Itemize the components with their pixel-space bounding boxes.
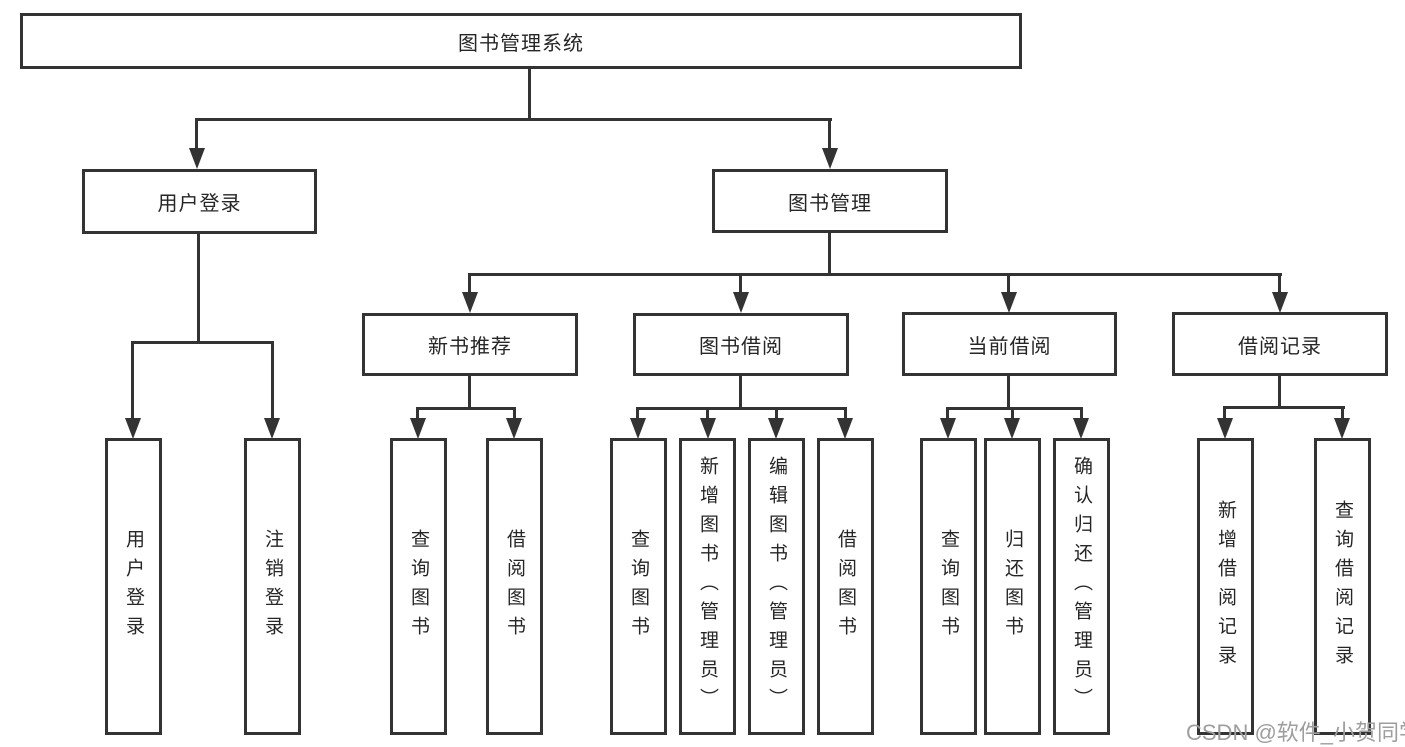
leaf-br-query-record: 查询借阅记录 [1314,438,1371,735]
leaf-cb-confirm-return-admin: 确认归还（管理员） [1053,438,1110,735]
connector-drop-bb-add-books [706,407,709,421]
arrowhead-bb-query-books [630,418,646,439]
connector-drop-cb-return-books [1011,407,1014,421]
arrowhead-cb-confirm-return [1073,418,1089,439]
connector-book-borrowing-branch [636,407,847,410]
connector-new-book-branch [416,407,516,410]
arrowhead-br-query-record [1334,418,1350,439]
connector-book-borrowing-stem [739,375,742,407]
leaf-label: 查询图书 [628,528,649,645]
node-root-library-management-system: 图书管理系统 [20,13,1022,69]
arrowhead-nb-borrow-books [506,418,522,439]
arrowhead-new-book-recommendation [462,292,478,313]
leaf-logout: 注销登录 [244,438,301,735]
connector-drop-br-query-record [1341,406,1344,421]
leaf-label: 借阅图书 [835,528,856,645]
leaf-label: 查询借阅记录 [1332,499,1353,674]
connector-drop-book-borrowing [739,273,742,295]
connector-new-book-stem [468,375,471,407]
arrowhead-br-add-record [1217,418,1233,439]
leaf-nb-borrow-books: 借阅图书 [486,438,543,735]
connector-drop-borrowing-records [1278,273,1281,295]
node-label: 新书推荐 [428,336,512,358]
node-borrowing-records: 借阅记录 [1172,312,1388,376]
leaf-bb-query-books: 查询图书 [610,438,667,735]
leaf-cb-return-books: 归还图书 [984,438,1041,735]
leaf-br-add-record: 新增借阅记录 [1197,438,1254,735]
node-label: 图书借阅 [699,336,783,358]
arrowhead-book-borrowing [733,292,749,313]
connector-drop-br-add-record [1223,406,1226,421]
leaf-cb-query-books: 查询图书 [920,438,977,735]
leaf-label: 归还图书 [1002,528,1023,645]
arrowhead-bb-add-books [700,418,716,439]
leaf-label: 注销登录 [262,528,283,645]
arrowhead-cb-return-books [1004,418,1020,439]
arrowhead-current-borrowing [1001,292,1017,313]
arrowhead-leaf-user-login [125,418,141,439]
node-book-management: 图书管理 [712,169,948,233]
connector-drop-new-book-recommendation [468,273,471,295]
node-current-borrowing: 当前借阅 [902,312,1117,376]
connector-root-stem [528,69,531,118]
connector-drop-cb-query-books [946,407,949,421]
arrowhead-leaf-logout [264,418,280,439]
arrowhead-cb-query-books [940,418,956,439]
connector-drop-current-borrowing [1007,273,1010,295]
arrowhead-bb-edit-books [768,418,784,439]
connector-root-branch [195,118,832,121]
arrowhead-borrowing-records [1272,292,1288,313]
leaf-label: 查询图书 [408,528,429,645]
connector-current-borrowing-branch [946,407,1083,410]
connector-level3-branch [468,273,1282,276]
arrowhead-bb-borrow-books [837,418,853,439]
connector-drop-nb-query-books [416,407,419,421]
connector-drop-user-login [195,118,198,150]
leaf-label: 确认归还（管理员） [1071,456,1092,717]
node-book-borrowing: 图书借阅 [633,313,849,376]
node-new-book-recommendation: 新书推荐 [362,313,578,376]
connector-current-borrowing-stem [1007,375,1010,407]
leaf-label: 新增图书（管理员） [697,456,718,717]
leaf-bb-edit-books-admin: 编辑图书（管理员） [748,438,805,735]
node-label: 图书管理系统 [458,32,584,55]
connector-drop-cb-confirm-return [1080,407,1083,421]
leaf-label: 查询图书 [938,528,959,645]
connector-drop-book-management [828,118,831,150]
arrowhead-user-login [189,148,205,169]
connector-borrowing-records-branch [1223,406,1345,409]
connector-user-login-stem [197,233,200,341]
node-user-login: 用户登录 [82,169,317,234]
connector-drop-bb-edit-books [775,407,778,421]
connector-drop-leaf-logout [271,341,274,421]
csdn-watermark: CSDN @软件_小贺同学 [1186,720,1405,745]
node-label: 当前借阅 [967,335,1052,358]
leaf-label: 新增借阅记录 [1215,499,1236,674]
leaf-bb-add-books-admin: 新增图书（管理员） [679,438,736,735]
leaf-user-login: 用户登录 [105,438,162,735]
arrowhead-book-management [822,148,838,169]
arrowhead-nb-query-books [410,418,426,439]
connector-drop-nb-borrow-books [513,407,516,421]
connector-book-management-stem [828,232,831,273]
node-label: 借阅记录 [1238,335,1322,358]
node-label: 用户登录 [157,193,242,215]
connector-drop-bb-borrow-books [844,407,847,421]
leaf-label: 借阅图书 [504,528,525,645]
leaf-label: 用户登录 [123,528,144,645]
leaf-nb-query-books: 查询图书 [390,438,447,735]
connector-borrowing-records-stem [1278,375,1281,406]
leaf-bb-borrow-books: 借阅图书 [817,438,874,735]
node-label: 图书管理 [788,192,872,215]
connector-drop-leaf-user-login [131,341,134,421]
connector-drop-bb-query-books [636,407,639,421]
connector-user-login-branch [131,341,274,344]
leaf-label: 编辑图书（管理员） [766,456,787,717]
